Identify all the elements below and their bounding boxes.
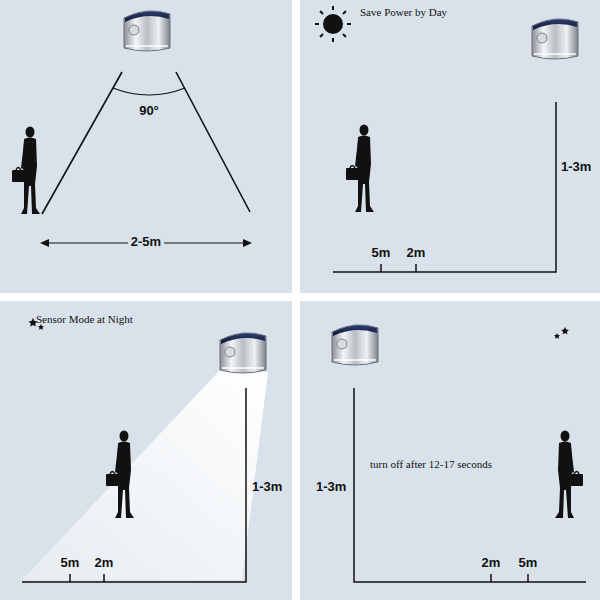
- distance-mark: 5m: [61, 556, 80, 570]
- distance-mark: 5m: [519, 556, 538, 570]
- distance-mark: 5m: [372, 246, 391, 260]
- height-dimension: 1-3m: [252, 480, 282, 494]
- timer-note: turn off after 12-17 seconds: [370, 458, 492, 470]
- width-dimension: 2-5m: [128, 235, 164, 249]
- mode-caption: Save Power by Day: [360, 6, 447, 18]
- angle-label: 90°: [139, 104, 159, 118]
- mode-caption: Sensor Mode at Night: [36, 313, 133, 325]
- distance-mark: 2m: [95, 556, 114, 570]
- height-dimension: 1-3m: [561, 160, 591, 174]
- distance-mark: 2m: [482, 556, 501, 570]
- height-dimension: 1-3m: [316, 480, 346, 494]
- distance-mark: 2m: [407, 246, 426, 260]
